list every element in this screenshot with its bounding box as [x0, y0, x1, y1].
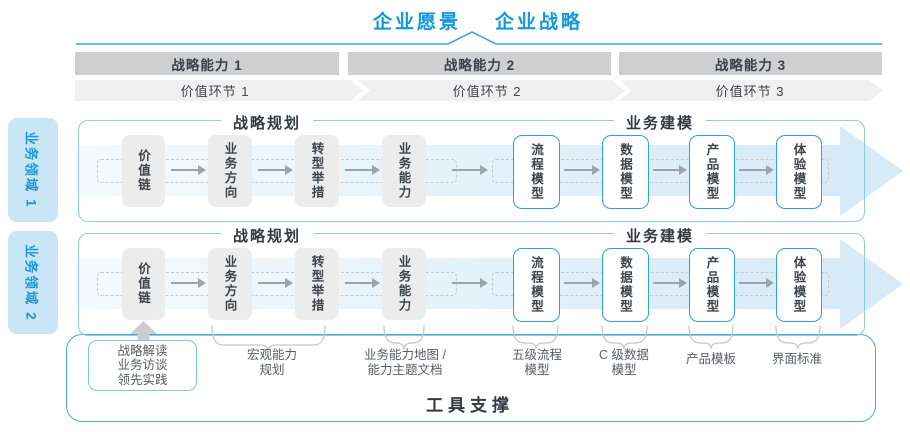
- capability-bar: 战略能力 1: [75, 52, 339, 75]
- business-domain-label: 业务领域 1: [8, 118, 58, 222]
- value-link-label-text: 价值环节 1: [180, 84, 250, 99]
- annotation-line: 模型: [611, 363, 637, 377]
- flow-arrow-icon: [345, 278, 380, 288]
- annotation-macro-capability-planning: 宏观能力规划: [247, 348, 297, 378]
- stage-box-transformation-initiatives: 转型举措: [295, 135, 339, 207]
- flow-arrow-icon: [258, 278, 293, 288]
- tools-support-label: 工具支撑: [426, 396, 514, 415]
- flow-arrow-icon: [171, 165, 206, 175]
- business-domain-label-text: 业务领域 1: [24, 131, 40, 209]
- stage-box-value-chain: 价值链: [122, 135, 165, 207]
- annotation-line: 模型: [524, 363, 550, 377]
- flow-arrow-icon: [739, 165, 774, 175]
- flow-arrow-icon: [653, 278, 687, 288]
- capability-bar-label: 战略能力 3: [714, 57, 787, 73]
- annotation-capability-map: 业务能力地图 /能力主题文档: [364, 348, 446, 378]
- stage-box-business-direction: 业务方向: [208, 135, 252, 207]
- stage-box-data-model: 数据模型: [602, 135, 649, 209]
- value-link-label: 价值环节 3: [625, 80, 875, 101]
- title-enterprise-strategy: 企业战略: [495, 12, 584, 33]
- value-link-label-text: 价值环节 2: [452, 84, 522, 99]
- capability-bar-label: 战略能力 1: [171, 57, 243, 73]
- stage-box-process-model: 流程模型: [513, 135, 560, 209]
- annotation-line: 战略解读: [117, 343, 168, 358]
- section-header-strategic-planning: 战略规划: [220, 225, 314, 246]
- annotation-line: 产品模板: [685, 352, 737, 366]
- stage-box-business-capability: 业务能力: [382, 135, 426, 207]
- value-link-label: 价值环节 1: [75, 80, 355, 101]
- annotation-ui-standard: 界面标准: [772, 352, 822, 367]
- annotation-c-level-data-model: C 级数据模型: [599, 348, 649, 378]
- stage-box-process-model: 流程模型: [513, 248, 560, 322]
- annotation-product-template: 产品模板: [686, 352, 736, 367]
- annotation-line: 领先实践: [117, 372, 168, 387]
- annotation-strategy-interpretation: 战略解读业务访谈领先实践: [88, 340, 197, 391]
- flow-arrow-icon: [345, 165, 380, 175]
- stage-box-business-direction: 业务方向: [208, 248, 252, 320]
- flow-arrow-icon: [564, 165, 600, 175]
- annotation-line: 能力主题文档: [367, 363, 443, 377]
- capability-bar-label: 战略能力 2: [443, 57, 516, 73]
- annotation-line: 宏观能力: [246, 348, 298, 362]
- annotation-line: 界面标准: [771, 352, 823, 366]
- stage-box-value-chain: 价值链: [122, 248, 165, 320]
- title-enterprise-vision: 企业愿景: [372, 12, 461, 33]
- stage-box-transformation-initiatives: 转型举措: [295, 248, 339, 320]
- annotation-line: 业务访谈: [117, 358, 168, 373]
- stage-box-business-capability: 业务能力: [382, 248, 426, 320]
- flow-arrow-icon: [564, 278, 600, 288]
- stage-box-product-model: 产品模型: [689, 248, 735, 322]
- section-header-business-modeling: 业务建模: [613, 112, 707, 133]
- flow-arrow-icon: [452, 165, 488, 175]
- annotation-l5-process-model: 五级流程模型: [512, 348, 562, 378]
- value-link-label-text: 价值环节 3: [715, 84, 785, 99]
- flow-arrow-icon: [171, 278, 206, 288]
- tools-support-frame: [66, 334, 876, 422]
- section-header-strategic-planning: 战略规划: [220, 112, 314, 133]
- business-domain-label: 业务领域 2: [8, 231, 58, 334]
- value-link-label: 价值环节 2: [357, 80, 617, 101]
- page-title: 企业愿景 企业战略: [373, 7, 583, 34]
- capability-bar: 战略能力 3: [619, 52, 882, 75]
- capability-bar: 战略能力 2: [348, 52, 611, 75]
- annotation-line: 规划: [259, 363, 285, 377]
- stage-box-experience-model: 体验模型: [776, 248, 822, 322]
- business-domain-label-text: 业务领域 2: [24, 243, 40, 322]
- stage-box-experience-model: 体验模型: [776, 135, 822, 209]
- flow-arrow-icon: [258, 165, 293, 175]
- stage-box-product-model: 产品模型: [689, 135, 735, 209]
- annotation-line: 业务能力地图 /: [364, 348, 446, 362]
- flow-arrow-icon: [739, 278, 774, 288]
- annotation-line: C 级数据: [598, 348, 650, 362]
- annotation-line: 五级流程: [511, 348, 563, 362]
- flow-arrow-icon: [452, 278, 488, 288]
- section-header-business-modeling: 业务建模: [613, 225, 707, 246]
- flow-arrow-icon: [653, 165, 687, 175]
- stage-box-data-model: 数据模型: [602, 248, 649, 322]
